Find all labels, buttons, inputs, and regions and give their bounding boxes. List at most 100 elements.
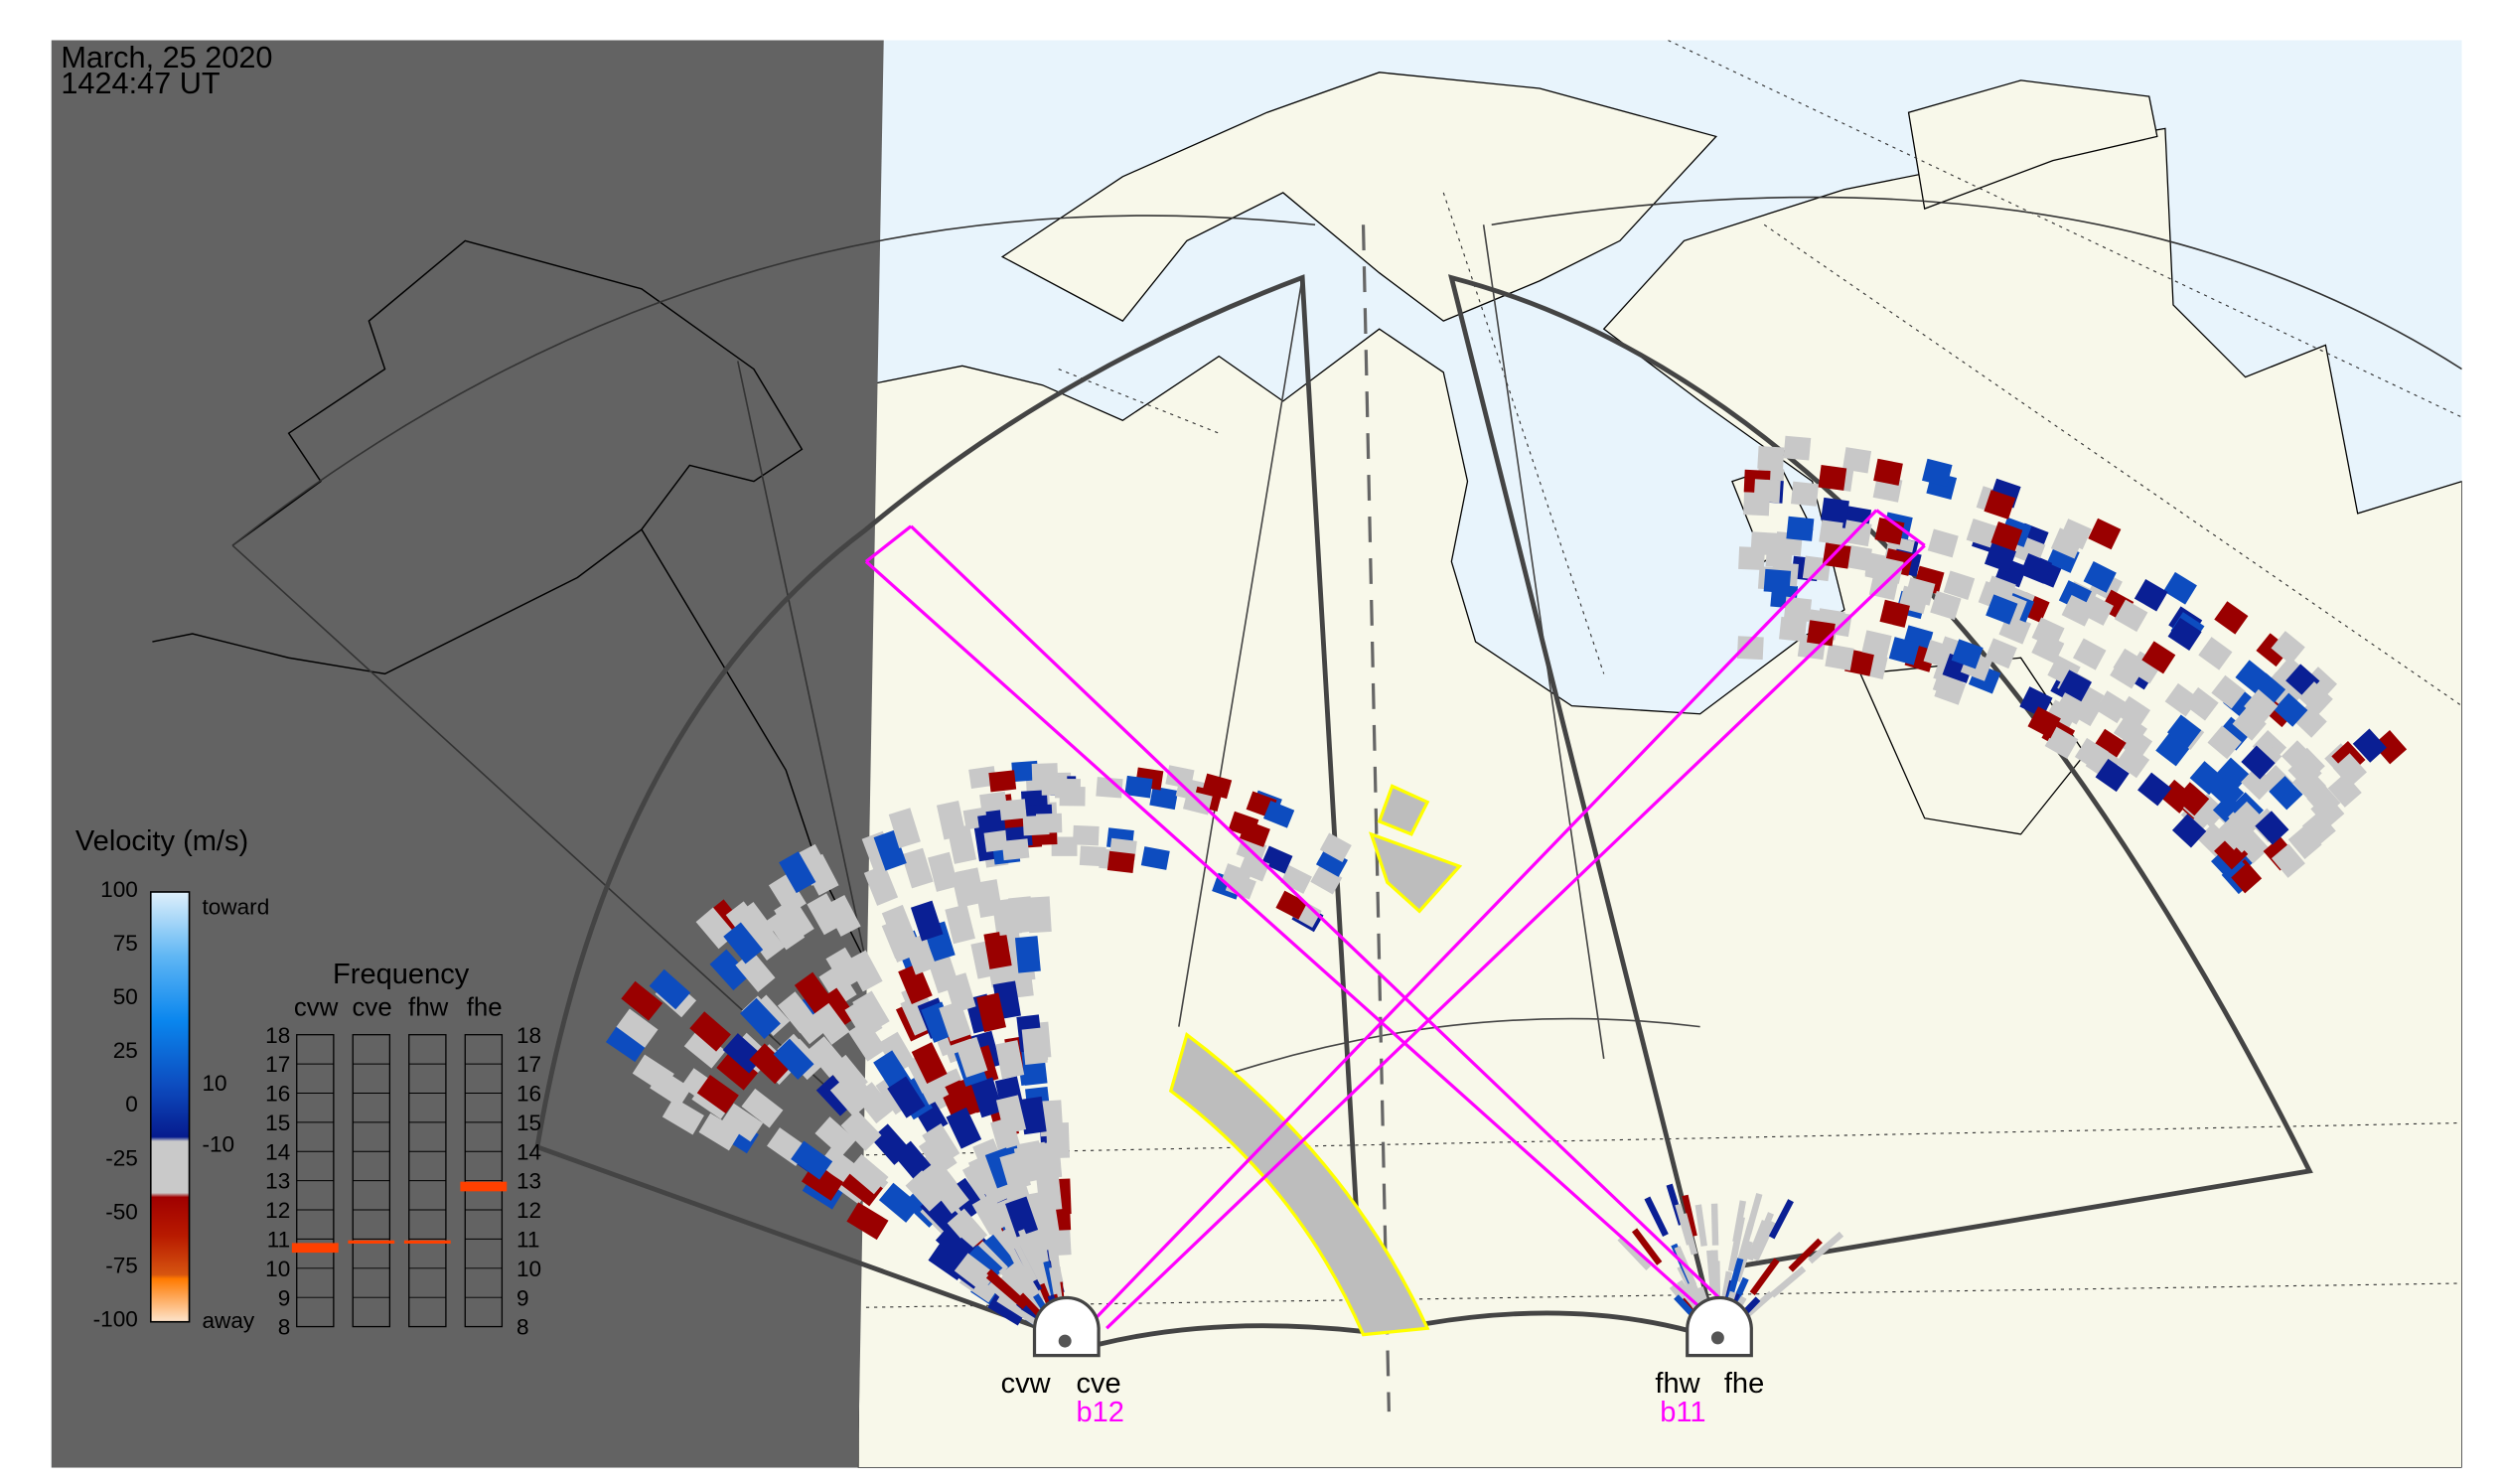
- scatter-cell: [846, 1153, 889, 1195]
- beam-fhw-b11: [864, 524, 1725, 1309]
- velocity-tick: 75: [113, 931, 138, 956]
- scatter-cell: [2290, 747, 2325, 783]
- radar-site-fort-hays[interactable]: [1686, 1295, 1753, 1358]
- scatter-cell: [1861, 630, 1892, 659]
- frequency-tick-right: 12: [516, 1198, 541, 1223]
- scatter-cell: [2166, 714, 2202, 749]
- scatter-cell: [2235, 660, 2270, 694]
- scatter-cell: [1019, 1096, 1047, 1135]
- scatter-cell: [1140, 846, 1170, 870]
- scatter-cell: [1984, 490, 2016, 519]
- velocity-tick: 25: [113, 1038, 138, 1063]
- scatter-cell: [1726, 1258, 1744, 1300]
- scatter-cell: [1009, 1236, 1038, 1282]
- scatter-cell: [2207, 725, 2242, 760]
- scatter-cell: [2241, 745, 2276, 780]
- scatter-cell: [696, 1074, 739, 1114]
- date-label: March, 25 2020: [61, 40, 272, 74]
- frequency-tick-left: 8: [278, 1315, 291, 1340]
- scatter-cell: [807, 893, 844, 936]
- scatter-cell: [888, 808, 921, 848]
- scatter-cell: [1319, 832, 1352, 862]
- scatter-cell: [1706, 1250, 1717, 1293]
- scatter-cell: [1263, 800, 1295, 828]
- scatter-cell: [1710, 1203, 1719, 1246]
- scatter-cell: [947, 1208, 988, 1251]
- site-label-fhe: fhe: [1724, 1368, 1764, 1400]
- scatter-cell: [1749, 1258, 1780, 1296]
- scatter-cell: [689, 1011, 731, 1052]
- scatter-cell: [988, 770, 1017, 793]
- scatter-cell: [787, 1002, 827, 1045]
- scatter-cell: [2214, 601, 2249, 635]
- scatter-cell: [1149, 786, 1179, 811]
- frequency-radar-label: fhe: [467, 993, 503, 1021]
- scatter-cell: [740, 997, 781, 1040]
- scatter-cell: [1275, 890, 1308, 920]
- scatter-cell: [1027, 896, 1052, 934]
- scatter-cell: [1280, 865, 1312, 894]
- scatter-cell: [698, 1113, 741, 1151]
- scatter-cell: [650, 1069, 692, 1108]
- scatter-cell: [825, 947, 864, 989]
- frequency-tick-left: 11: [267, 1227, 290, 1252]
- site-label-cve: cve: [1076, 1368, 1120, 1400]
- scatter-cell: [2114, 599, 2148, 633]
- scatter-cell: [995, 1095, 1027, 1135]
- scatter-cell: [2031, 617, 2065, 649]
- beam-cve-b12: [1089, 509, 1926, 1330]
- frequency-tick-left: 12: [265, 1198, 290, 1223]
- scatter-cell: [2115, 744, 2150, 779]
- scatter-cell: [2223, 818, 2259, 853]
- scatter-cell: [999, 799, 1027, 821]
- scatter-cell: [2215, 757, 2251, 792]
- scatter-cell: [2244, 688, 2279, 723]
- frequency-tick-right: 14: [516, 1139, 541, 1164]
- scatter-cell: [944, 972, 976, 1013]
- scatter-cell: [996, 1295, 1041, 1328]
- scatter-cell: [2214, 835, 2249, 870]
- highlighted-cells-small: [1369, 784, 1463, 914]
- scatter-cell: [1752, 1220, 1776, 1261]
- scatter-cell: [1001, 838, 1030, 861]
- scatter-cell: [1014, 936, 1041, 973]
- time-label: 1424:47 UT: [61, 66, 221, 100]
- land-arctic-islands: [1000, 72, 1717, 322]
- scatter-cell: [922, 1123, 960, 1166]
- scatter-cell: [2211, 674, 2246, 709]
- fov-christmas-valley: [534, 274, 1366, 1337]
- scatter-cell: [2241, 766, 2276, 801]
- scatter-cell: [1738, 546, 1765, 570]
- frequency-tick-right: 11: [516, 1227, 539, 1252]
- velocity-tick: 100: [100, 877, 138, 902]
- scatter-cell: [1791, 481, 1820, 507]
- velocity-tick: -100: [93, 1307, 138, 1332]
- scatter-cell: [955, 1036, 988, 1078]
- scatter-cell: [1032, 1199, 1060, 1239]
- scatter-cell: [1202, 773, 1233, 800]
- frequency-tick-right: 10: [516, 1257, 541, 1281]
- scatter-cell: [883, 921, 919, 963]
- scatter-cell: [1011, 1255, 1042, 1300]
- velocity-tick: -25: [105, 1145, 138, 1170]
- scatter-cell: [1984, 542, 2016, 573]
- scatter-cell: [1921, 458, 1953, 488]
- scatter-cell: [721, 1103, 764, 1142]
- land-greenland: [1907, 79, 2158, 210]
- beam-label-b12: b12: [1076, 1397, 1123, 1428]
- scatter-cell: [994, 897, 1023, 937]
- frequency-tick-left: 18: [265, 1023, 290, 1048]
- frequency-tick-left: 13: [265, 1169, 290, 1194]
- scatter-cell: [766, 908, 806, 951]
- frequency-radar-label: fhw: [408, 993, 449, 1021]
- scatter-cell: [810, 1002, 850, 1045]
- scatter-cell: [939, 1000, 972, 1042]
- scatter-cell: [968, 766, 997, 790]
- scatter-cell: [1818, 465, 1847, 491]
- scatter-cell: [1821, 497, 1849, 523]
- scatter-cell: [930, 1172, 969, 1215]
- radar-site-christmas-valley[interactable]: [1032, 1295, 1101, 1358]
- scatter-cell: [2092, 728, 2127, 762]
- scatter-cell: [1986, 594, 2018, 625]
